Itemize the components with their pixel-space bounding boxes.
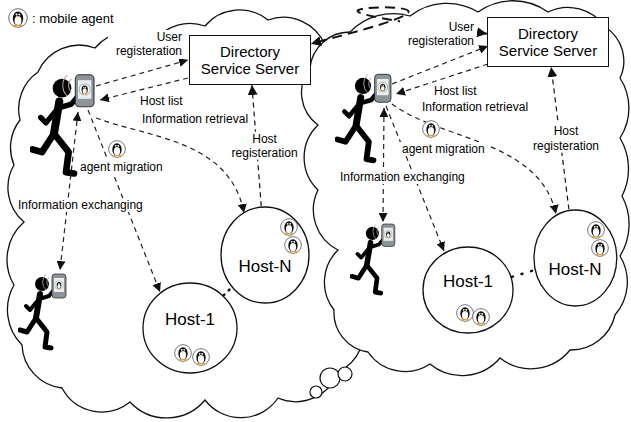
interaction-label: Information exchanging (338, 170, 467, 184)
cloud-puff (320, 368, 340, 388)
server-box: Directory Service Server (487, 17, 609, 67)
cloud-puff (338, 367, 352, 381)
interaction-label: User registeration (400, 20, 476, 49)
legend-agent-icon (8, 8, 28, 28)
interaction-label: Information retrieval (420, 100, 530, 114)
walking-user (352, 224, 395, 293)
edge-label: Host registeration (227, 131, 303, 160)
resident-agent-icon (587, 222, 604, 239)
node-label: Host-N (239, 257, 292, 277)
host-ellipse: Host-1 (422, 246, 514, 334)
host-outline (423, 247, 513, 333)
resident-agent-icon (193, 349, 210, 366)
server-box: Directory Service Server (189, 35, 311, 85)
interaction-label: Information exchanging (16, 198, 145, 212)
legend: : mobile agent (8, 8, 114, 28)
resident-agent-icon (457, 305, 474, 322)
interaction-label: agent migration (78, 160, 165, 174)
interaction-label: Information retrieval (140, 112, 250, 126)
node-label: Directory Service Server (496, 25, 600, 60)
resident-agent-icon (175, 345, 192, 362)
edge-label: Host registeration (528, 124, 604, 153)
migrating-agent-icon (423, 121, 440, 138)
host-outline (221, 207, 309, 303)
user-registration-line (96, 60, 188, 86)
resident-agent-icon (591, 240, 608, 257)
walking-user (337, 74, 390, 160)
information-retrieval-line (392, 104, 556, 214)
information-exchange-line (383, 108, 384, 222)
user-registration-line (392, 46, 488, 84)
information-exchange-line (60, 112, 78, 270)
interaction-label: User registeration (108, 30, 184, 59)
ellipse-outline-layer (533, 209, 618, 307)
host-ellipse: Host-1 (142, 282, 238, 374)
walking-user (20, 274, 66, 348)
host-outline (534, 210, 617, 306)
network-cloud (302, 1, 630, 376)
interaction-label: agent migration (400, 142, 487, 156)
walking-user (33, 75, 94, 174)
host-chain-line (224, 288, 232, 296)
mobile-agent-icon (9, 9, 28, 28)
host-ellipse: Host-N (533, 209, 618, 307)
cloud-puff (310, 386, 322, 398)
interaction-label: Host list (432, 84, 479, 98)
host-outline (143, 283, 237, 373)
resident-agent-icon (473, 309, 490, 326)
migrating-agent-icon (109, 141, 126, 158)
ellipse-outline-layer (220, 206, 310, 304)
resident-agent-icon (285, 237, 302, 254)
node-label: Host-1 (165, 310, 215, 330)
resident-agent-icon (281, 219, 298, 236)
node-label: Host-1 (443, 272, 493, 292)
legend-text: : mobile agent (32, 11, 114, 26)
node-label: Host-N (549, 260, 602, 280)
host-chain-line (512, 270, 534, 277)
host-ellipse: Host-N (220, 206, 310, 304)
node-label: Directory Service Server (198, 43, 302, 78)
interaction-label: Host list (138, 94, 185, 108)
